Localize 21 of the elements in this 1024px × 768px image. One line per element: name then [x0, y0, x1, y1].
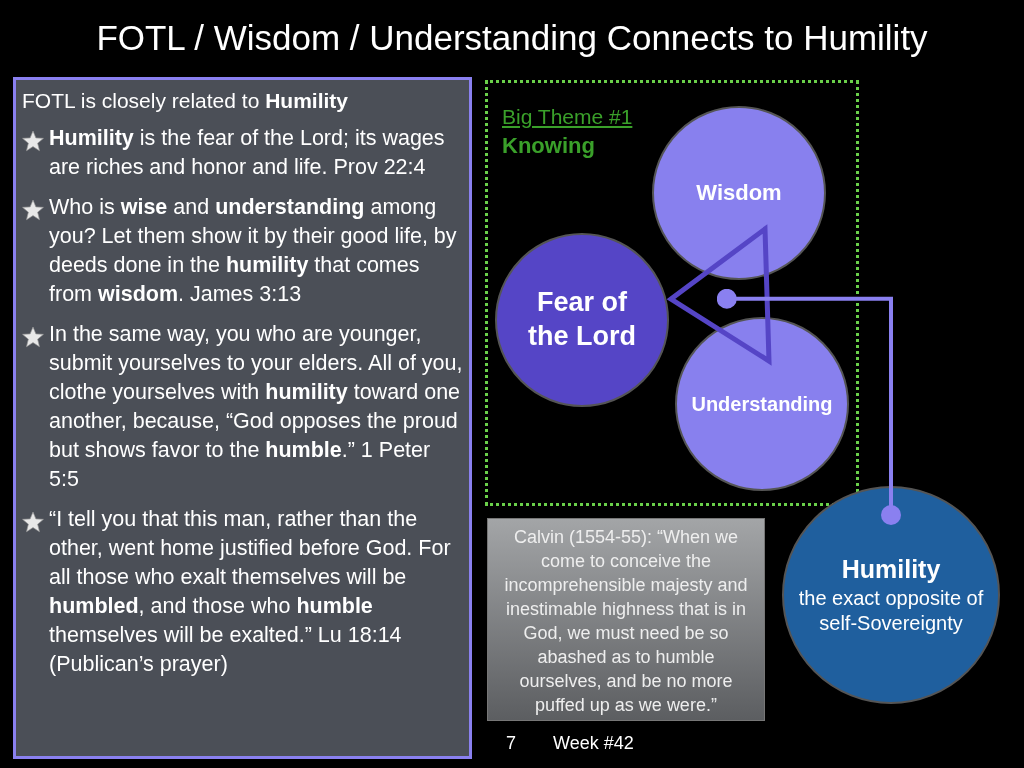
node-label: Wisdom: [695, 179, 783, 207]
node-label: Humility: [840, 554, 942, 586]
node-label: Understanding: [690, 391, 834, 417]
node-subtitle: the exact opposite of self-Sovereignty: [797, 585, 985, 636]
quote-paragraph: Who is wise and understanding among you? Let them show it by their good life, by deeds done in the humility that comes from wisdom. James 3:13: [49, 194, 458, 308]
triangle-shape: [668, 226, 773, 366]
page-number: 7: [506, 733, 516, 754]
quote-paragraph: Humility is the fear of the Lord; its wages are riches and honor and life. Prov 22:4: [49, 125, 446, 181]
quote-paragraph: In the same way, you who are younger, submit yourselves to your elders. All of you, clothe yourselves with humility toward one another, because, “God opposes the proud but shows favor to the humble.” 1 Peter 5:5: [49, 321, 463, 493]
quote-paragraph: “I tell you that this man, rather than the other, went home justified before God. For all those who exalt themselves will be humbled, and those who humble themselves will be exalted.” Lu 18:14 (Publican’s prayer): [49, 506, 452, 678]
theme-heading: Knowing: [502, 133, 595, 159]
slide-title: FOTL / Wisdom / Understanding Connects to Humility: [95, 18, 929, 58]
week-label: Week #42: [553, 733, 634, 754]
panel-heading: FOTL is closely related to Humility: [22, 88, 349, 114]
quote-box: [487, 518, 765, 721]
quote-text: Calvin (1554-55): “When we come to conceive the incomprehensible majesty and inestimable highness that is in God, we must need be so abashed as to humble ourselves, and be no more puffed up as we were.”: [503, 526, 749, 717]
node-label: Fear of the Lord: [527, 286, 637, 353]
theme-link: Big Theme #1: [502, 105, 633, 129]
text-panel: [13, 77, 472, 759]
connector-line: [716, 288, 901, 525]
dotted-frame: [485, 80, 859, 506]
